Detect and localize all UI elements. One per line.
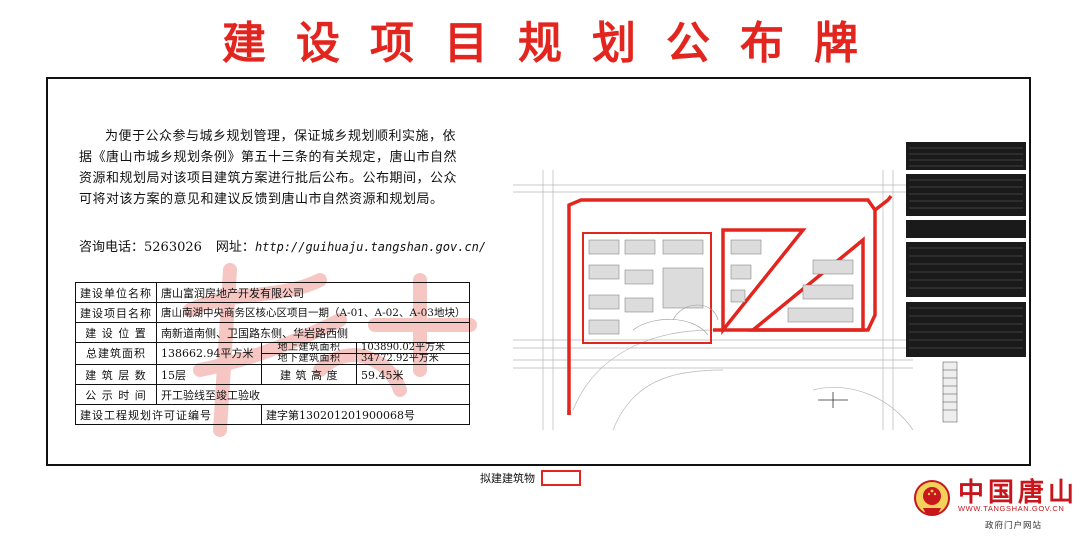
logo-tagline: 政府门户网站 bbox=[985, 521, 1043, 531]
permit-value: 建字第130201201900068号 bbox=[260, 404, 471, 425]
builder-label: 建设单位名称 bbox=[75, 282, 157, 303]
building-footprints bbox=[588, 239, 854, 335]
project-label: 建设项目名称 bbox=[75, 302, 157, 323]
project-info-table: 建设单位名称 唐山富润房地产开发有限公司 建设项目名称 唐山南湖中央商务区核心区… bbox=[75, 282, 471, 425]
block-a01 bbox=[582, 232, 712, 344]
intro-paragraph: 为便于公众参与城乡规划管理，保证城乡规划顺利实施，依据《唐山市城乡规划条例》第五… bbox=[79, 129, 458, 207]
below-ground-area-value: 34772.92平方米 bbox=[355, 353, 471, 365]
legend-label: 拟建建筑物 bbox=[480, 472, 535, 485]
builder-value: 唐山富润房地产开发有限公司 bbox=[155, 282, 471, 303]
above-ground-area-value: 103890.02平方米 bbox=[355, 342, 471, 354]
website-label: 网址： bbox=[215, 240, 255, 255]
total-area-value: 138662.94平方米 bbox=[156, 342, 262, 365]
data-panel-rows bbox=[909, 147, 1023, 349]
legend-red-box bbox=[541, 470, 581, 486]
height-value: 59.45米 bbox=[355, 364, 471, 385]
floors-label: 建 筑 层 数 bbox=[75, 364, 157, 385]
height-label: 建 筑 高 度 bbox=[261, 364, 357, 385]
project-value: 唐山南湖中央商务区核心区项目一期（A-01、A-02、A-03地块） bbox=[155, 302, 471, 323]
phone-label: 咨询电话： bbox=[79, 240, 145, 255]
contact-line: 咨询电话：5263026 网址：http://guihuaju.tangshan.… bbox=[79, 236, 499, 255]
location-value: 南新道南侧、卫国路东侧、华岩路西侧 bbox=[155, 322, 471, 343]
emblem-icon bbox=[914, 480, 950, 516]
site-plan-drawing bbox=[513, 142, 1026, 430]
legend: 拟建建筑物 bbox=[480, 470, 581, 486]
total-area-label: 总建筑面积 bbox=[75, 342, 157, 365]
website-link[interactable]: http://guihuaju.tangshan.gov.cn/ bbox=[254, 240, 487, 254]
period-value: 开工验线至竣工验收 bbox=[155, 384, 471, 405]
phone-number: 5263026 bbox=[144, 240, 202, 255]
data-panels bbox=[906, 142, 1026, 357]
north-scale bbox=[818, 392, 848, 408]
below-ground-area-label: 地下建筑面积 bbox=[261, 353, 357, 365]
logo-url[interactable]: WWW.TANGSHAN.GOV.CN bbox=[958, 504, 1065, 513]
floors-value: 15层 bbox=[156, 364, 262, 385]
road-lines bbox=[513, 170, 914, 430]
landscape-curves bbox=[632, 304, 719, 336]
period-label: 公 示 时 间 bbox=[75, 384, 157, 405]
above-ground-area-label: 地上建筑面积 bbox=[261, 342, 357, 354]
location-label: 建 设 位 置 bbox=[75, 322, 157, 343]
logo-name: 中国唐山 bbox=[958, 478, 1079, 508]
elevation-strip bbox=[942, 361, 958, 423]
permit-label: 建设工程规划许可证编号 bbox=[75, 404, 262, 425]
board-headline: 建设项目规划公布牌 bbox=[222, 18, 888, 69]
